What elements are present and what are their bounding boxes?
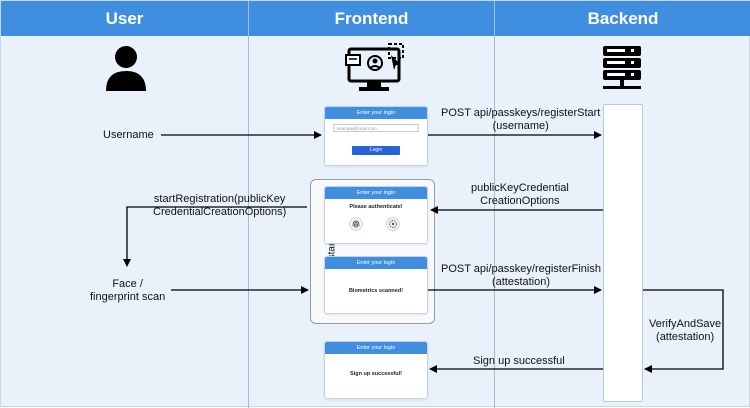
success-screen-title: Enter your login <box>325 342 427 354</box>
computer-login-icon <box>345 43 404 91</box>
label-username: Username <box>103 129 154 141</box>
authenticate-screen: Enter your login Please authenticate! <box>324 186 428 244</box>
fingerprint-icon[interactable] <box>349 217 363 231</box>
lane-header-frontend: Frontend <box>249 1 494 36</box>
lane-header-backend: Backend <box>495 1 750 36</box>
server-icon <box>603 46 641 89</box>
scanned-text: Biometrics scanned! <box>348 288 404 294</box>
arrow-verify-and-save <box>643 289 724 373</box>
lane-divider <box>248 1 249 408</box>
label-verify-and-save: VerifyAndSave (attestation) <box>649 318 722 343</box>
scanned-screen: Enter your login Biometrics scanned! <box>324 256 428 314</box>
arrow-start-registration <box>123 206 307 267</box>
user-icon <box>106 46 146 91</box>
label-register-finish: POST api/passkey/registerFinish (attesta… <box>441 263 601 288</box>
label-face-scan: Face / fingerprint scan <box>90 278 166 303</box>
lane-header-user: User <box>1 1 248 36</box>
face-scan-icon[interactable] <box>386 217 400 231</box>
login-screen-title: Enter your login <box>325 107 427 119</box>
login-screen: Enter your login example@mail.com Login <box>324 106 428 166</box>
success-text: Sign up successful! <box>350 371 402 377</box>
authenticate-text: Please authenticate! <box>349 204 403 210</box>
authenticate-screen-title: Enter your login <box>325 187 427 199</box>
label-register-start: POST api/passkeys/registerStart (usernam… <box>441 107 601 132</box>
label-start-registration: startRegistration(publicKey CredentialCr… <box>153 193 287 218</box>
lane-divider <box>494 1 495 408</box>
login-button[interactable]: Login <box>352 146 400 155</box>
backend-activation-bar <box>603 104 643 402</box>
label-sign-up-successful: Sign up successful <box>473 355 565 367</box>
email-field[interactable]: example@mail.com <box>333 124 419 132</box>
scanned-screen-title: Enter your login <box>325 257 427 269</box>
success-screen: Enter your login Sign up successful! <box>324 341 428 399</box>
label-credential-options: publicKeyCredential CreationOptions <box>471 182 569 207</box>
